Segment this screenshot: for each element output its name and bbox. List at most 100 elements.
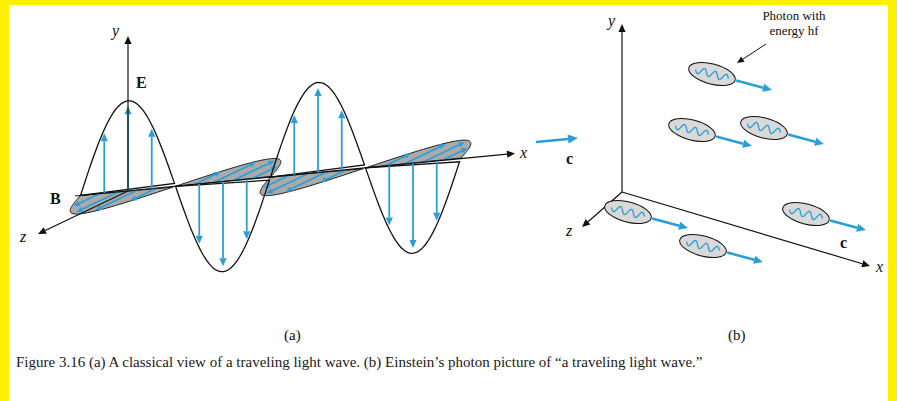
- photon: [780, 198, 868, 240]
- b-field-arrow-head: [74, 201, 81, 206]
- leader-arrow: [743, 44, 766, 59]
- field-label-slot: E: [136, 74, 147, 92]
- axis-label: y: [608, 12, 615, 29]
- leader-arrow-head: [737, 57, 745, 63]
- photon-body: [738, 112, 790, 144]
- b-field-arrow-head: [131, 196, 138, 201]
- velocity-arrow-head: [568, 134, 578, 143]
- e-field-arrow: [412, 163, 414, 240]
- photon: [686, 58, 774, 100]
- photon-wave: [747, 120, 782, 136]
- y-axis-head: [124, 36, 131, 44]
- axis-label: z: [566, 222, 572, 239]
- b-field-arrow-head: [461, 148, 468, 153]
- photon-wave: [789, 206, 824, 222]
- b-field-arrow-head: [404, 154, 411, 159]
- b-field-lobe: [366, 140, 471, 168]
- photon-velocity-arrow-head: [762, 84, 773, 94]
- b-field-arrow-head: [214, 172, 221, 177]
- e-field-arrow: [388, 166, 390, 218]
- e-field-arrow-head: [314, 88, 321, 96]
- field-label-slot: B: [50, 190, 61, 208]
- b-field-arrow-head: [439, 144, 446, 149]
- speed-label-slot: c: [840, 234, 847, 252]
- field-label: E: [136, 74, 147, 91]
- panel-label: (b): [728, 327, 746, 343]
- e-field-arrow-head: [291, 115, 298, 123]
- e-field-arrow-head: [196, 236, 203, 244]
- velocity-arrow: [536, 139, 568, 142]
- photon-velocity-arrow: [652, 218, 679, 225]
- e-field-arrow: [103, 141, 105, 193]
- photon-velocity-arrow-head: [856, 224, 867, 234]
- photon-velocity-arrow: [830, 220, 857, 227]
- axis-label: y: [112, 22, 119, 39]
- axis-label-slot: z: [20, 228, 26, 246]
- photon-wave: [695, 66, 730, 82]
- b-field-arrow-head: [77, 207, 84, 212]
- b-field-arrow-head: [268, 161, 275, 166]
- panel-label: (a): [284, 327, 301, 343]
- photon-body: [602, 196, 654, 228]
- photon: [677, 230, 765, 272]
- y-axis: [127, 44, 128, 191]
- callout-label: Photon with energy hf: [748, 8, 840, 38]
- b-field-lobe: [176, 158, 281, 186]
- z-axis-head: [38, 227, 47, 234]
- figure-caption-slot: Figure 3.16 (a) A classical view of a tr…: [16, 352, 816, 372]
- e-field-arrow: [222, 182, 224, 259]
- field-label: B: [50, 190, 61, 207]
- e-field-arrow-head: [409, 240, 416, 248]
- photon-velocity-arrow-head: [814, 138, 825, 148]
- e-field-arrow-head: [338, 110, 345, 118]
- photon-body: [686, 58, 738, 90]
- b-field-arrow-head: [458, 142, 465, 147]
- speed-label: c: [840, 234, 847, 251]
- page-panel: [9, 5, 888, 401]
- e-field-arrow: [317, 96, 319, 173]
- e-field-arrow: [436, 161, 438, 213]
- e-field-lobe: [366, 162, 460, 254]
- x-axis: [622, 192, 862, 264]
- axis-label-slot: x: [876, 258, 883, 276]
- x-axis-head: [861, 260, 870, 267]
- b-field-arrow-head: [321, 177, 328, 182]
- photon: [738, 112, 826, 154]
- axis-label: z: [20, 228, 26, 245]
- callout-label-slot: Photon with energy hf: [748, 8, 840, 38]
- photon-body: [780, 198, 832, 230]
- axis-label-slot: z: [566, 222, 572, 240]
- axis-label: x: [520, 144, 527, 161]
- e-field-arrow-head: [101, 133, 108, 141]
- photon-velocity-arrow: [788, 134, 815, 141]
- e-field-arrow: [246, 179, 248, 231]
- e-field-arrow: [198, 184, 200, 236]
- photon-velocity-arrow: [716, 136, 743, 143]
- photon-velocity-arrow: [727, 252, 754, 259]
- e-field-arrow: [341, 118, 343, 170]
- e-field-arrow: [151, 137, 153, 189]
- e-field-arrow-head: [433, 213, 440, 221]
- axis-label-slot: y: [608, 12, 615, 30]
- photon-body: [677, 230, 729, 262]
- e-field-arrow-head: [219, 258, 226, 266]
- photon-velocity-arrow: [736, 80, 763, 87]
- speed-label-slot: c: [566, 150, 573, 168]
- axis-label-slot: x: [520, 144, 527, 162]
- e-field-arrow-head: [148, 129, 155, 137]
- axis-label-slot: y: [112, 22, 119, 40]
- photon-velocity-arrow-head: [742, 140, 753, 150]
- b-field-arrow-head: [267, 188, 274, 193]
- z-axis-head: [582, 219, 590, 227]
- photon-wave: [611, 204, 646, 220]
- photon-wave: [686, 238, 721, 254]
- e-field-lobe: [176, 180, 270, 272]
- photon-velocity-arrow-head: [753, 256, 764, 266]
- panel-label-slot: (a): [284, 326, 301, 344]
- z-axis: [45, 191, 128, 231]
- y-axis: [621, 32, 622, 192]
- figure-caption: Figure 3.16 (a) A classical view of a tr…: [16, 352, 816, 372]
- e-field-arrow-head: [386, 217, 393, 225]
- speed-label: c: [566, 150, 573, 167]
